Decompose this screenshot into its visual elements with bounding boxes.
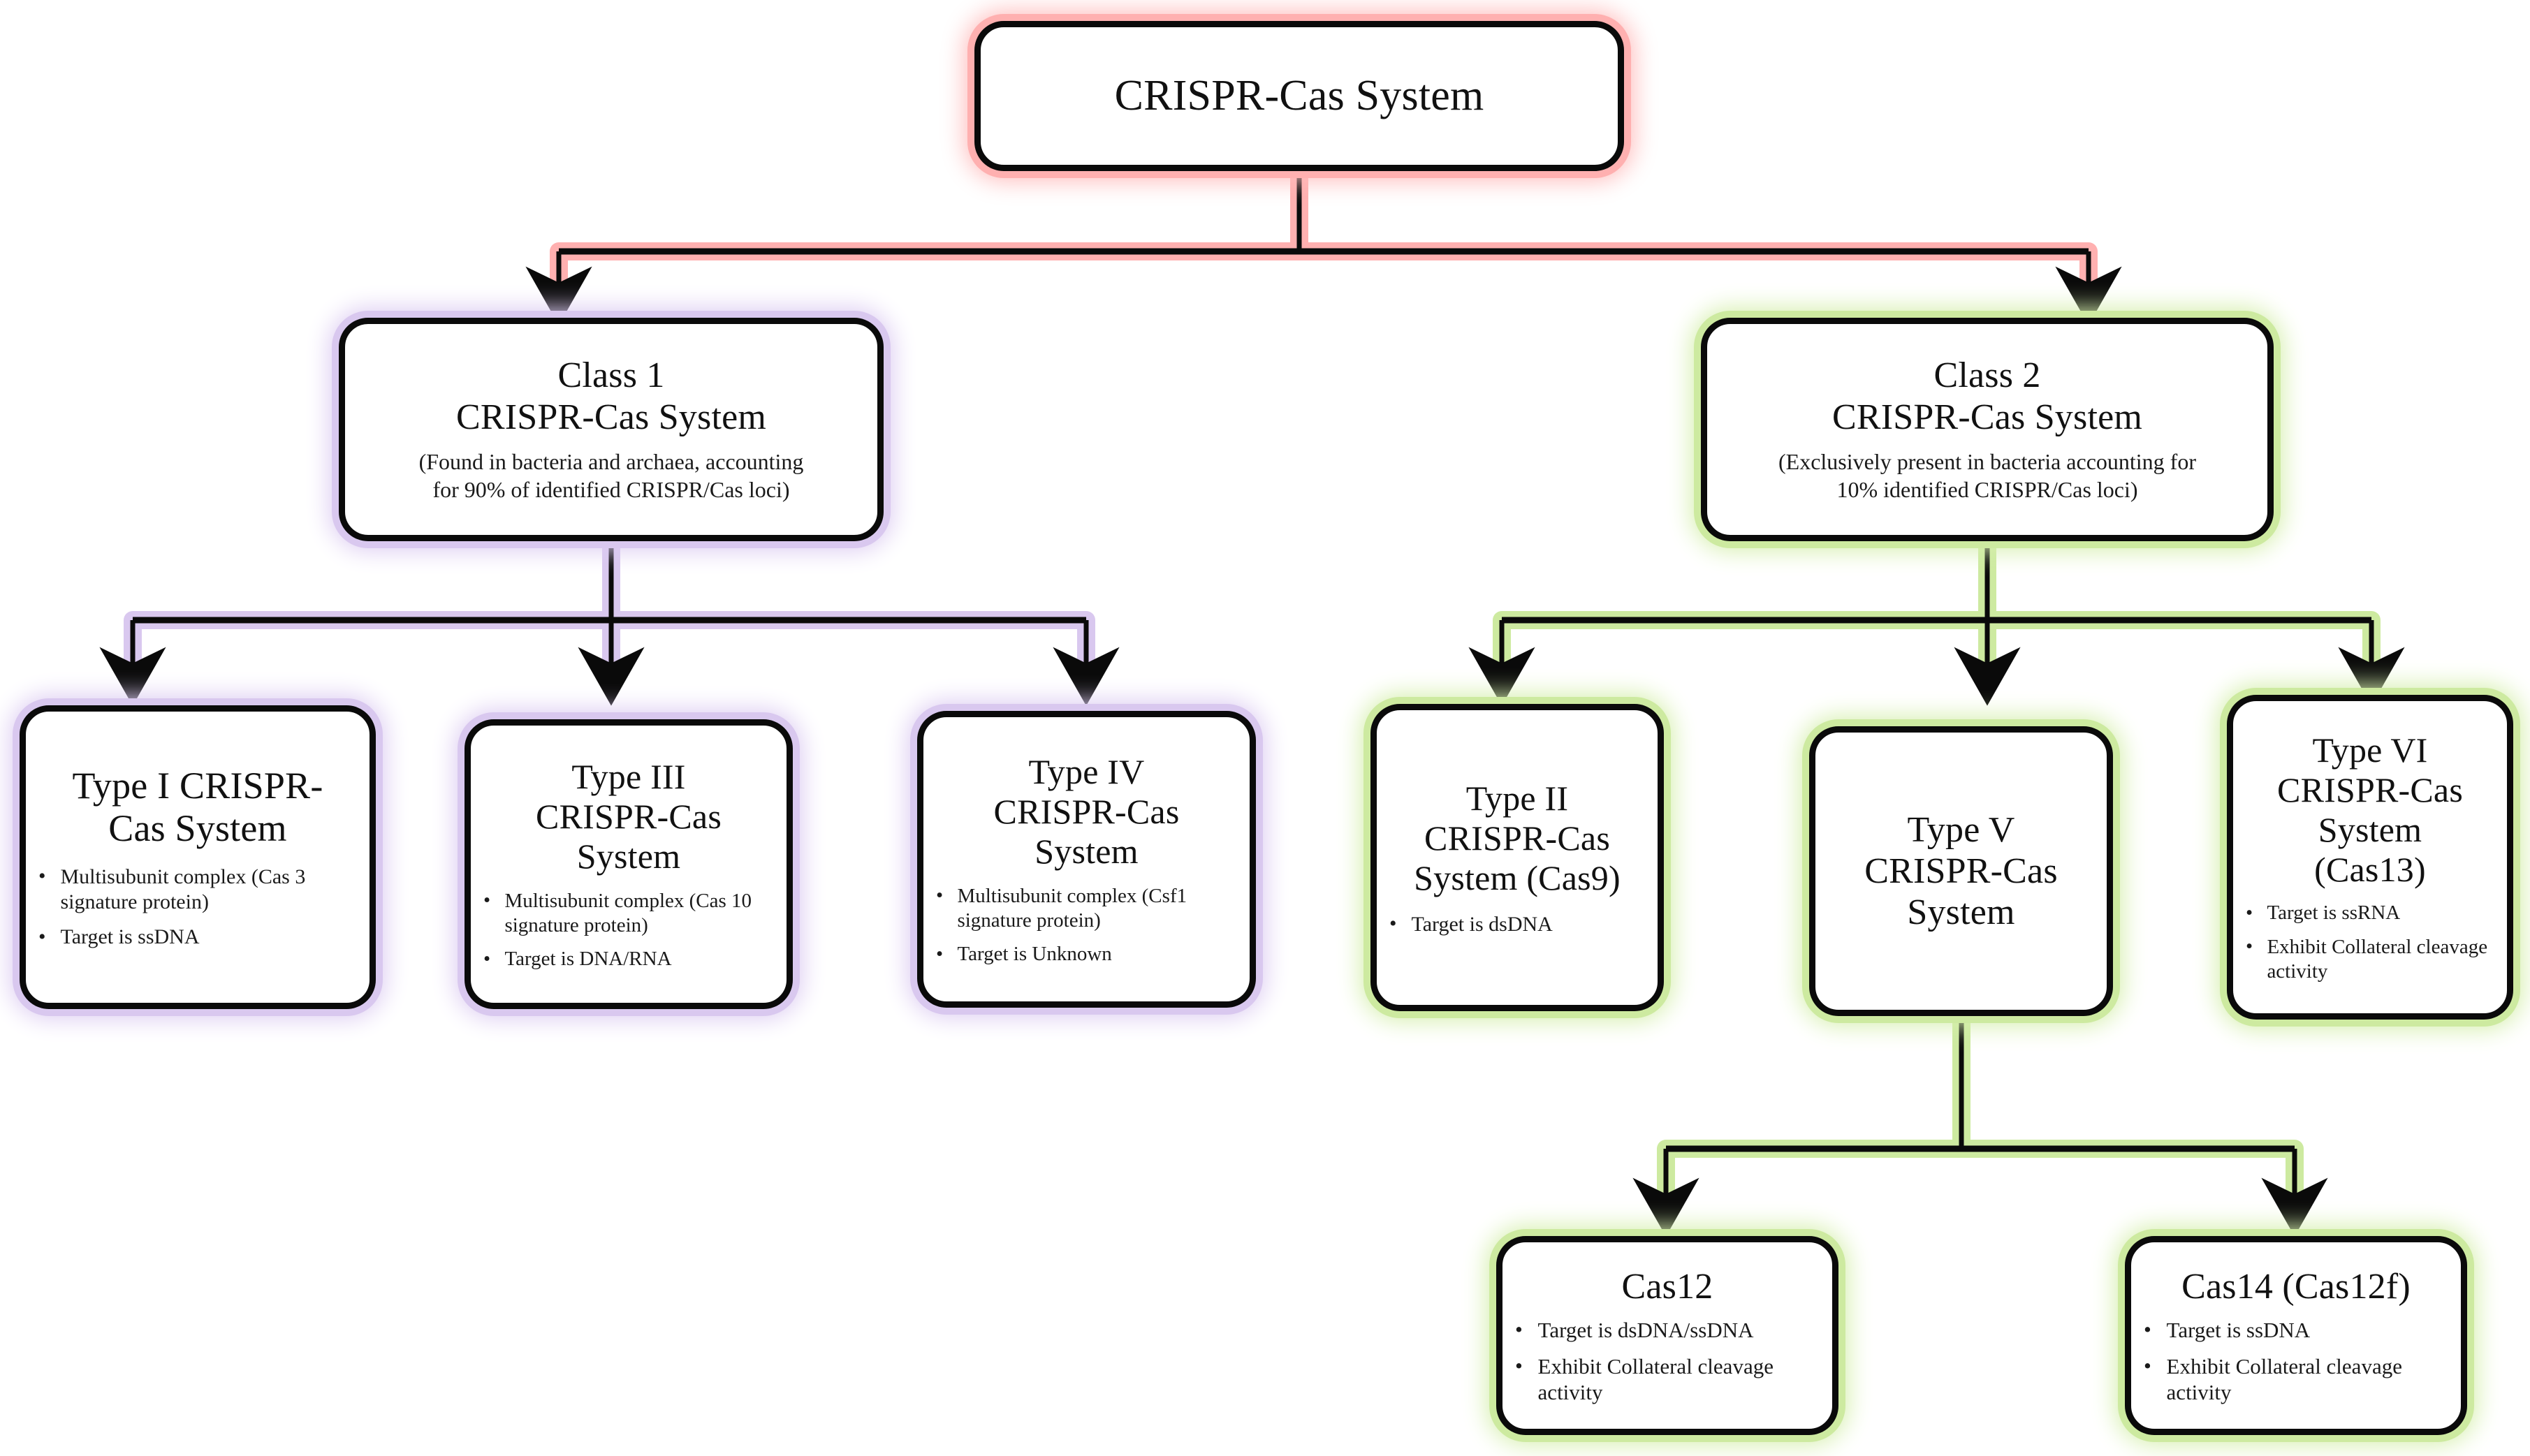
node-cas14[interactable]: Cas14 (Cas12f) Target is ssDNA Exhibit Co… [2125,1236,2467,1435]
edge-root-to-classes [525,162,2122,325]
node-class-1[interactable]: Class 1 CRISPR-Cas System (Found in bact… [339,318,884,541]
bullet-item: Multisubunit complex (Cas 10 signature p… [483,888,774,938]
bullet-item: Target is dsDNA/ssDNA [1515,1316,1820,1343]
node-bullet-list: Target is ssRNA Exhibit Collateral cleava… [2246,901,2494,983]
node-title: Type III CRISPR-Cas System [536,756,722,876]
bullet-item: Target is dsDNA [1389,911,1645,937]
bullet-item: Target is ssRNA [2246,901,2494,925]
edge-class2-to-types [1468,532,2405,706]
node-title: Type VI CRISPR-Cas System (Cas13) [2277,730,2463,890]
node-title: Cas14 (Cas12f) [2181,1266,2411,1307]
node-type-vi[interactable]: Type VI CRISPR-Cas System (Cas13) Target… [2227,695,2513,1020]
bullet-item: Multisubunit complex (Csf1 signature pro… [936,883,1237,933]
bullet-item: Exhibit Collateral cleavage activity [1515,1353,1820,1405]
node-bullet-list: Target is dsDNA/ssDNA Exhibit Collateral … [1515,1316,1820,1405]
node-class-2[interactable]: Class 2 CRISPR-Cas System (Exclusively p… [1701,318,2274,541]
bullet-item: Exhibit Collateral cleavage activity [2246,934,2494,984]
node-title: Cas12 [1621,1266,1713,1307]
node-type-i[interactable]: Type I CRISPR- Cas System Multisubunit c… [20,705,376,1009]
node-root-crispr-cas-system[interactable]: CRISPR-Cas System [974,21,1624,171]
node-title: Type V CRISPR-Cas System [1864,809,2058,933]
node-title: Class 1 CRISPR-Cas System [455,355,767,437]
node-bullet-list: Target is ssDNA Exhibit Collateral cleava… [2144,1316,2448,1405]
bullet-item: Target is ssDNA [38,925,357,950]
edge-type5-to-cas [1632,1007,2328,1237]
node-bullet-list: Target is dsDNA [1389,911,1645,937]
node-title: Type I CRISPR- Cas System [72,764,323,850]
node-cas12[interactable]: Cas12 Target is dsDNA/ssDNA Exhibit Colla… [1496,1236,1838,1435]
bullet-item: Target is Unknown [936,942,1237,966]
node-bullet-list: Multisubunit complex (Cas 3 signature pr… [38,864,357,950]
node-title: CRISPR-Cas System [1114,72,1484,120]
bullet-item: Target is ssDNA [2144,1316,2448,1343]
node-subtitle: (Exclusively present in bacteria account… [1778,448,2196,503]
node-title: Class 2 CRISPR-Cas System [1831,355,2143,437]
node-type-ii[interactable]: Type II CRISPR-Cas System (Cas9) Target … [1370,704,1664,1011]
edge-class1-to-types [99,532,1120,706]
node-type-iv[interactable]: Type IV CRISPR-Cas System Multisubunit c… [917,711,1256,1008]
bullet-item: Exhibit Collateral cleavage activity [2144,1353,2448,1405]
node-title: Type II CRISPR-Cas System (Cas9) [1414,778,1621,897]
node-bullet-list: Multisubunit complex (Cas 10 signature p… [483,888,774,971]
bullet-item: Target is DNA/RNA [483,947,774,971]
node-type-iii[interactable]: Type III CRISPR-Cas System Multisubunit … [465,719,793,1009]
node-type-v[interactable]: Type V CRISPR-Cas System [1809,726,2113,1016]
node-bullet-list: Multisubunit complex (Csf1 signature pro… [936,883,1237,966]
node-title: Type IV CRISPR-Cas System [993,751,1180,871]
bullet-item: Multisubunit complex (Cas 3 signature pr… [38,864,357,915]
node-subtitle: (Found in bacteria and archaea, accounti… [418,448,804,503]
